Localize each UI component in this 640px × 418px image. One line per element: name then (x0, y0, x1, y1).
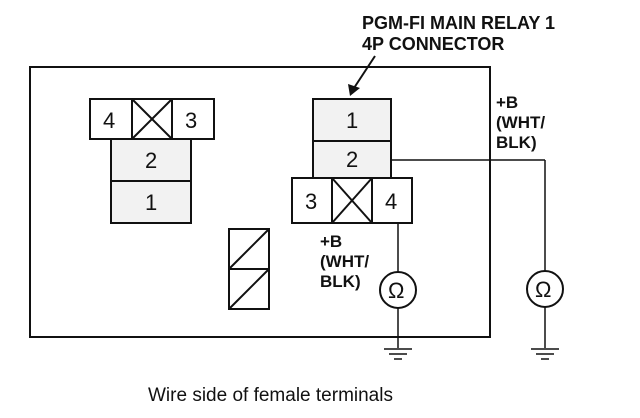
right-probe-label-line2: (WHT/ (496, 113, 545, 132)
relay-connector: 1 2 3 4 (291, 98, 413, 224)
relay-terminal-1: 1 (346, 108, 358, 133)
arrow-icon (348, 55, 376, 96)
left-terminal-1: 1 (145, 190, 157, 215)
relay-terminal-4: 4 (385, 189, 397, 214)
caption: Wire side of female terminals (148, 385, 393, 406)
left-terminal-4: 4 (103, 108, 115, 133)
right-probe-label-line3: BLK) (496, 133, 537, 152)
ground-icon (531, 348, 559, 360)
left-terminal-3: 3 (185, 108, 197, 133)
right-probe-label-line1: +B (496, 93, 518, 112)
ground-icon (384, 348, 412, 360)
center-probe-label-line3: BLK) (320, 272, 361, 291)
center-ohm-symbol: Ω (388, 278, 404, 303)
fuse-box-outline (29, 66, 491, 338)
blank-slot (228, 228, 270, 310)
right-probe-wire (391, 159, 546, 348)
relay-terminal-3: 3 (305, 189, 317, 214)
center-probe-label-line2: (WHT/ (320, 252, 369, 271)
ohmmeter-icon: Ω (526, 270, 564, 308)
callout-title: PGM-FI MAIN RELAY 1 (362, 13, 555, 33)
center-probe-label-line1: +B (320, 232, 342, 251)
relay-terminal-2: 2 (346, 147, 358, 172)
right-ohm-symbol: Ω (535, 277, 551, 302)
ohmmeter-icon: Ω (379, 271, 417, 309)
callout-subtitle: 4P CONNECTOR (362, 34, 504, 54)
left-connector: 4 3 2 1 (89, 98, 215, 224)
left-terminal-2: 2 (145, 148, 157, 173)
